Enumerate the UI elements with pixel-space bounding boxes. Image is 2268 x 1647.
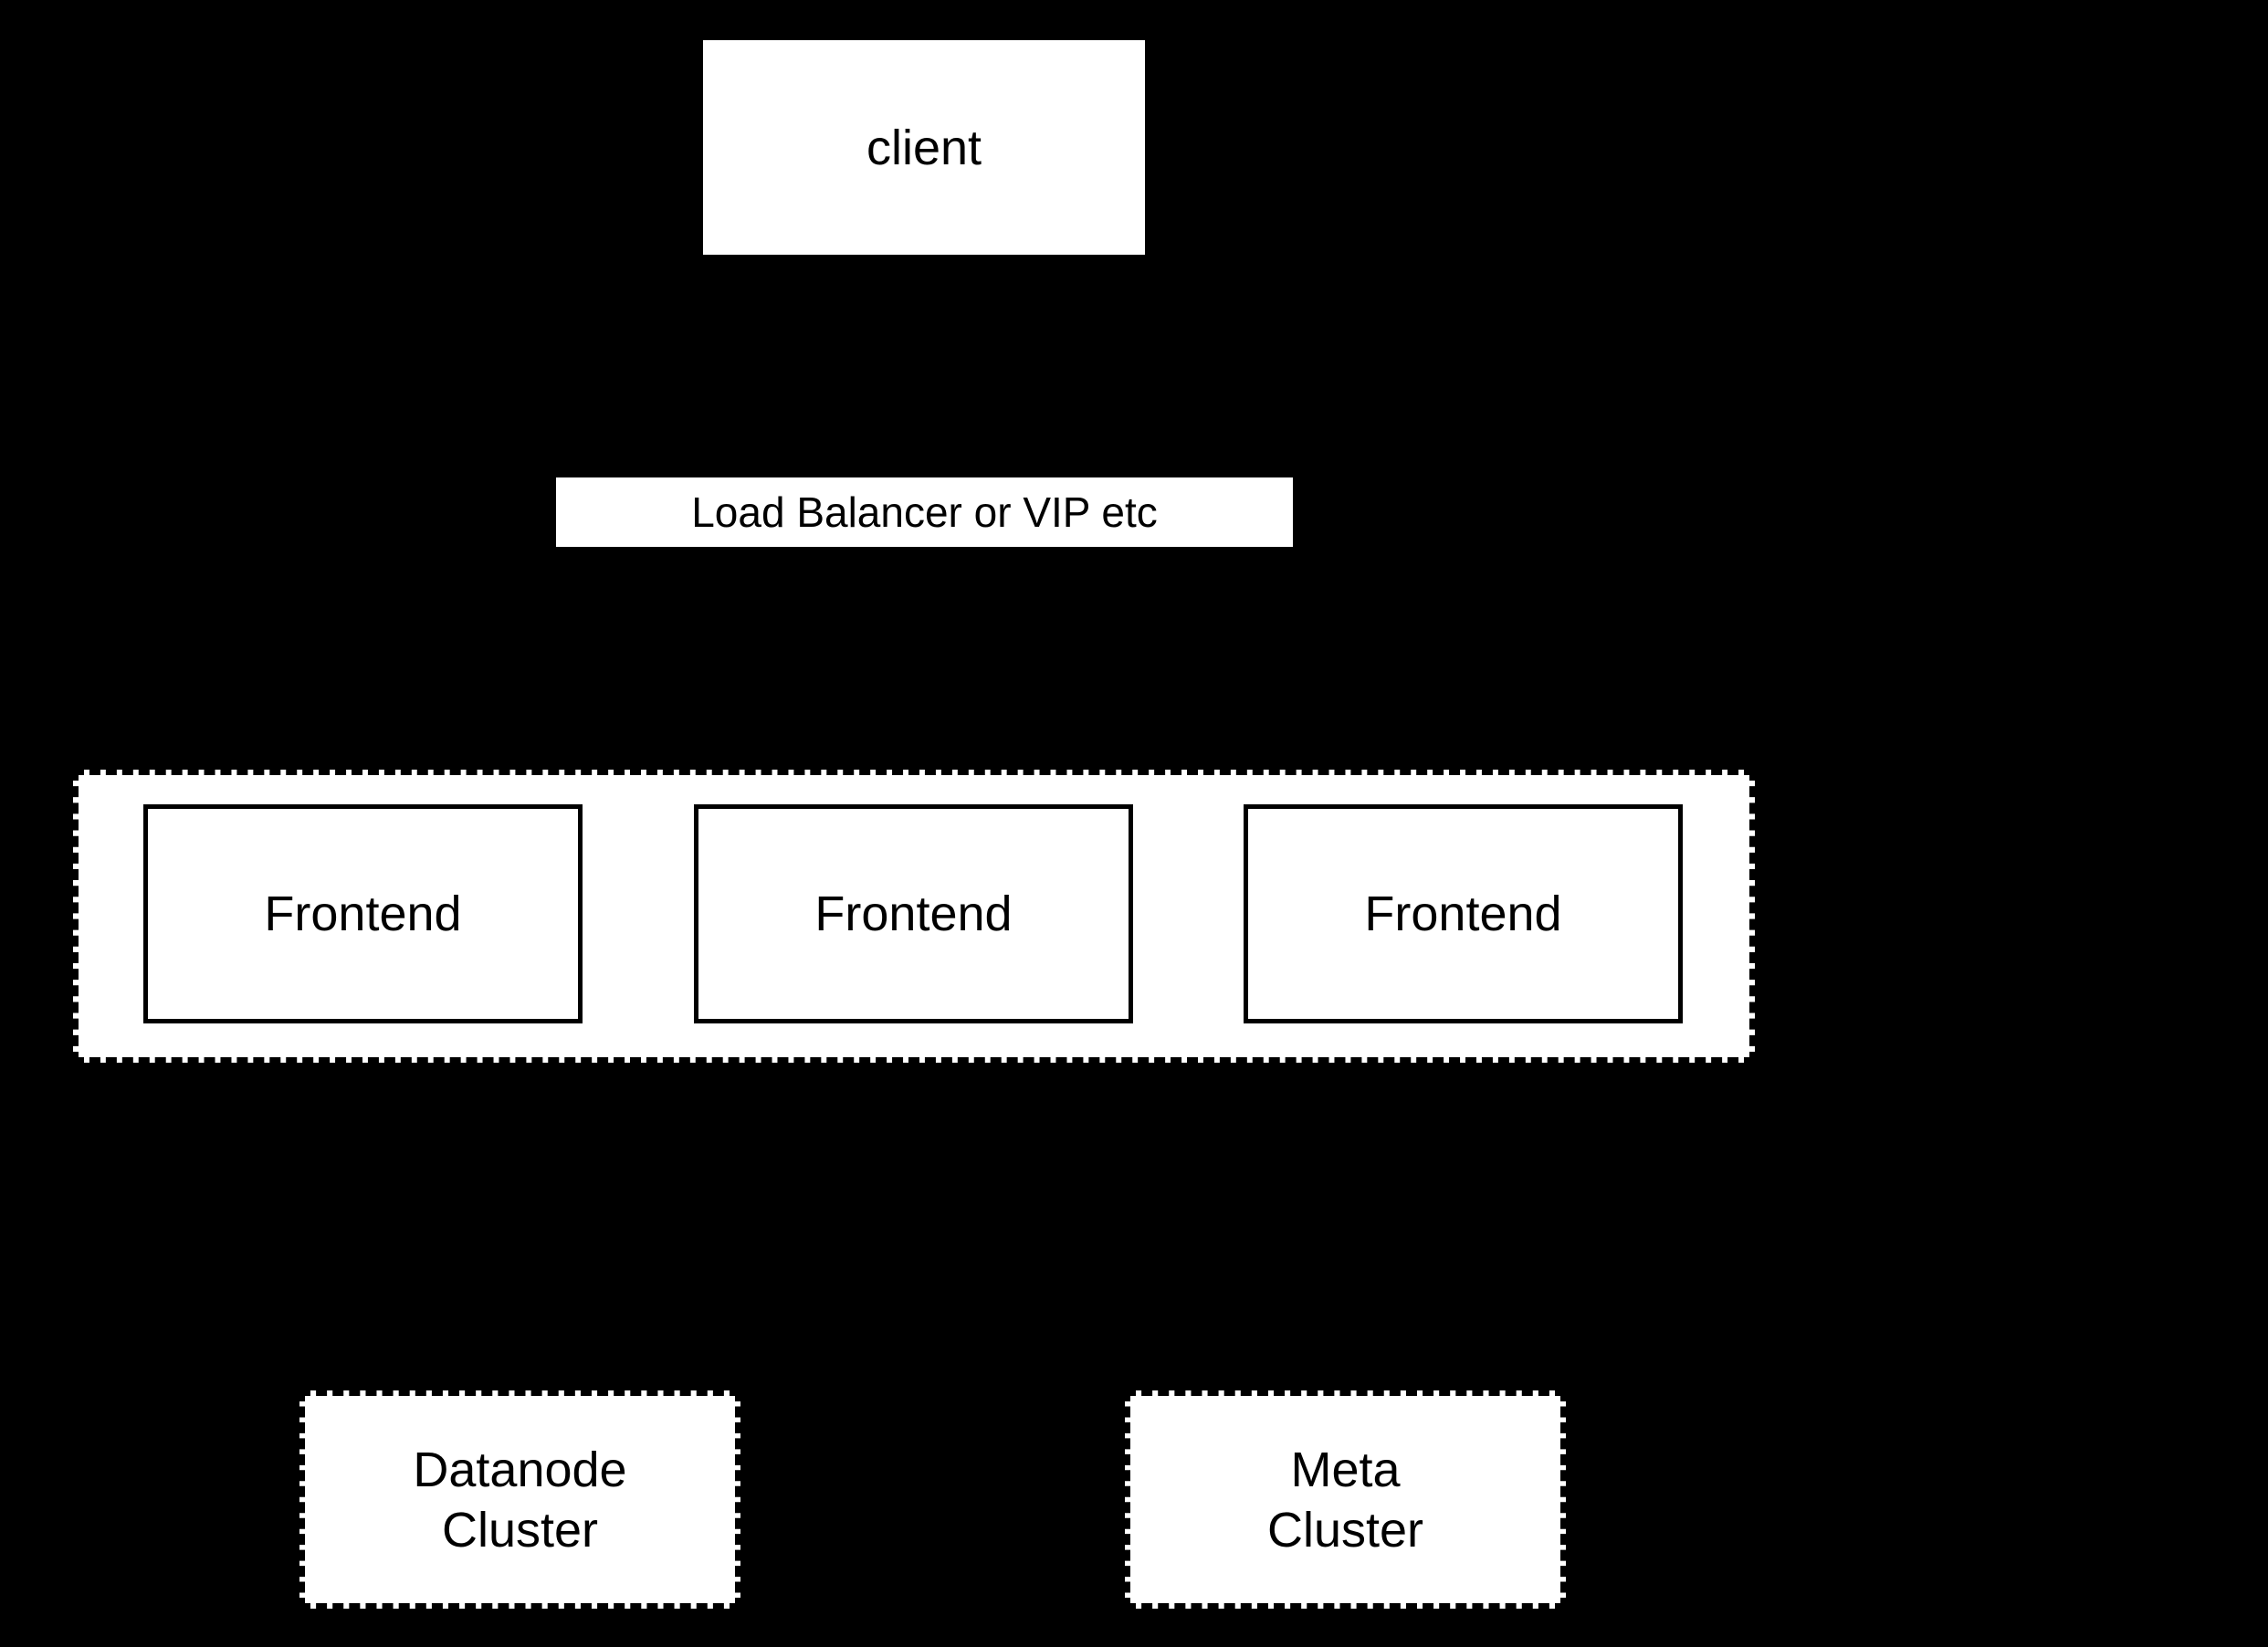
load-balancer-box: Load Balancer or VIP etc xyxy=(556,477,1293,547)
frontend-label: Frontend xyxy=(264,886,462,941)
load-balancer-label: Load Balancer or VIP etc xyxy=(691,488,1158,536)
frontend-box-2: Frontend xyxy=(694,804,1133,1023)
frontend-box-3: Frontend xyxy=(1244,804,1683,1023)
meta-cluster-box: Meta Cluster xyxy=(1125,1390,1566,1609)
client-label: client xyxy=(866,120,982,175)
datanode-cluster-box: Datanode Cluster xyxy=(299,1390,740,1609)
frontend-box-1: Frontend xyxy=(143,804,583,1023)
meta-cluster-label-line2: Cluster xyxy=(1266,1502,1424,1558)
meta-cluster-label-line1: Meta xyxy=(1290,1442,1401,1497)
frontend-label: Frontend xyxy=(1364,886,1562,941)
datanode-cluster-label-line1: Datanode xyxy=(413,1442,627,1497)
frontend-group-container: Frontend Frontend Frontend xyxy=(73,770,1755,1063)
frontend-label: Frontend xyxy=(814,886,1013,941)
datanode-cluster-label-line2: Cluster xyxy=(441,1502,599,1558)
client-box: client xyxy=(703,40,1145,255)
